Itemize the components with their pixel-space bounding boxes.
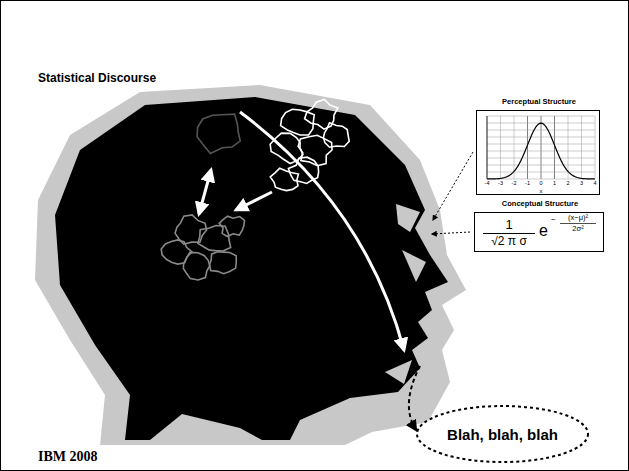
thought-arrow (199, 170, 211, 214)
axis-tick: -3 (493, 181, 509, 187)
y-axis (487, 116, 488, 179)
formula-part: − (551, 216, 559, 224)
formula-part: e (539, 223, 551, 239)
axis-tick: 4 (587, 181, 603, 187)
neck-shade (150, 414, 262, 440)
head-shadow (35, 85, 466, 445)
axis-tick: 2 (560, 181, 576, 187)
face-shade (402, 250, 426, 282)
fraction-bar (560, 223, 596, 224)
speech-bubble: Blah, blah, blah (415, 404, 590, 464)
face-shade (396, 204, 420, 232)
axis-tick: 3 (574, 181, 590, 187)
thought-cloud (270, 168, 298, 190)
speech-text: Blah, blah, blah (447, 427, 558, 442)
axis-tick: -1 (520, 181, 536, 187)
thought-cloud (197, 114, 240, 153)
thought-arrow (236, 192, 272, 210)
axis-title: x (533, 188, 549, 194)
chart-grid (487, 116, 595, 179)
box-heading: Perceptual Structure (467, 98, 611, 106)
axis-tick: 1 (547, 181, 563, 187)
perception-leader (433, 152, 473, 220)
thought-cloud (161, 240, 192, 264)
thought-cloud (183, 252, 209, 280)
bell-curve (487, 123, 595, 179)
conception-leader (432, 232, 470, 234)
thought-cloud (323, 123, 349, 148)
thought-cloud (198, 225, 231, 251)
fraction-bar (483, 233, 535, 234)
formula-part: (x−μ)² (559, 214, 597, 222)
slide-title: Statistical Discourse (38, 72, 156, 85)
axis-tick: 0 (533, 181, 549, 187)
formula-part: √2 π σ (481, 235, 537, 247)
thought-cloud (210, 252, 237, 274)
footer-label: IBM 2008 (38, 449, 98, 464)
speech-arrow (240, 112, 404, 350)
thought-cloud (219, 216, 244, 236)
formula-part: 2σ² (559, 225, 597, 233)
box-heading: Conceptual Structure (470, 200, 610, 208)
chart-box: Perceptual Structure-4-3-2-101234x (476, 110, 600, 195)
formula-box: Conceptual Structure1√2 π σe−(x−μ)²2σ² (474, 212, 604, 252)
head-silhouette (55, 97, 448, 440)
formula-part: 1 (483, 218, 535, 231)
speech-leader (409, 366, 420, 430)
face-shade (385, 360, 412, 384)
axis-tick: -4 (479, 181, 495, 187)
axis-tick: -2 (506, 181, 522, 187)
